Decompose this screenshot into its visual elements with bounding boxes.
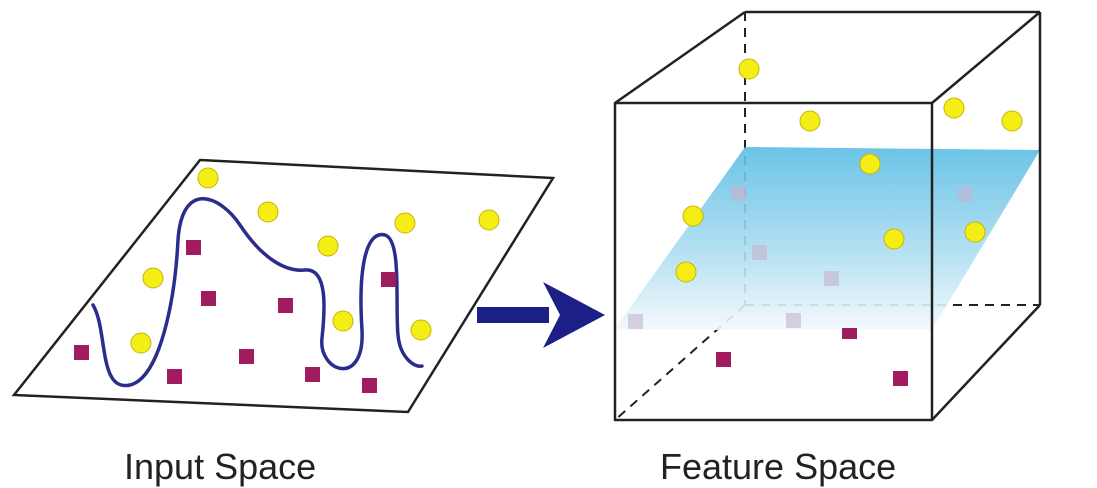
feature-class-b-below [716, 328, 908, 386]
point-magenta [362, 378, 377, 393]
point-magenta [381, 272, 396, 287]
feature-space-caption: Feature Space [660, 446, 897, 487]
point-yellow [883, 228, 905, 250]
point-yellow [410, 319, 432, 341]
point-yellow [394, 212, 416, 234]
feature-space-panel [613, 10, 1042, 422]
point-magenta [74, 345, 89, 360]
point-yellow [682, 205, 704, 227]
arrow-right-icon [477, 282, 605, 348]
point-yellow [1001, 110, 1023, 132]
point-yellow [130, 332, 152, 354]
point-magenta [278, 298, 293, 313]
point-magenta [201, 291, 216, 306]
point-yellow [332, 310, 354, 332]
point-yellow [197, 167, 219, 189]
feature-class-a-front [675, 153, 986, 283]
point-yellow [142, 267, 164, 289]
point-yellow [317, 235, 339, 257]
point-magenta [842, 328, 857, 339]
point-magenta-faded [958, 187, 973, 202]
feature-class-a-back [738, 58, 1023, 132]
feature-class-b-under-plane [628, 186, 973, 329]
decision-boundary-curve [91, 197, 424, 388]
input-space-caption: Input Space [124, 446, 317, 487]
input-space-panel [11, 158, 556, 414]
cube-visible-edges [613, 10, 1042, 422]
point-yellow [675, 261, 697, 283]
point-magenta [305, 367, 320, 382]
point-magenta-faded [824, 271, 839, 286]
input-class-a-points [130, 167, 500, 354]
point-magenta-faded [731, 186, 746, 201]
input-space-plane [11, 158, 556, 414]
point-magenta [239, 349, 254, 364]
point-magenta-faded [752, 245, 767, 260]
input-class-b-points [74, 240, 396, 393]
point-yellow [964, 221, 986, 243]
point-yellow [738, 58, 760, 80]
point-magenta [167, 369, 182, 384]
point-yellow [478, 209, 500, 231]
point-magenta-faded [628, 314, 643, 329]
point-magenta [186, 240, 201, 255]
point-yellow [257, 201, 279, 223]
point-yellow [799, 110, 821, 132]
separating-hyperplane [614, 147, 1040, 330]
point-yellow [943, 97, 965, 119]
point-yellow [859, 153, 881, 175]
point-magenta [893, 371, 908, 386]
point-magenta-faded [786, 313, 801, 328]
point-magenta [716, 352, 731, 367]
